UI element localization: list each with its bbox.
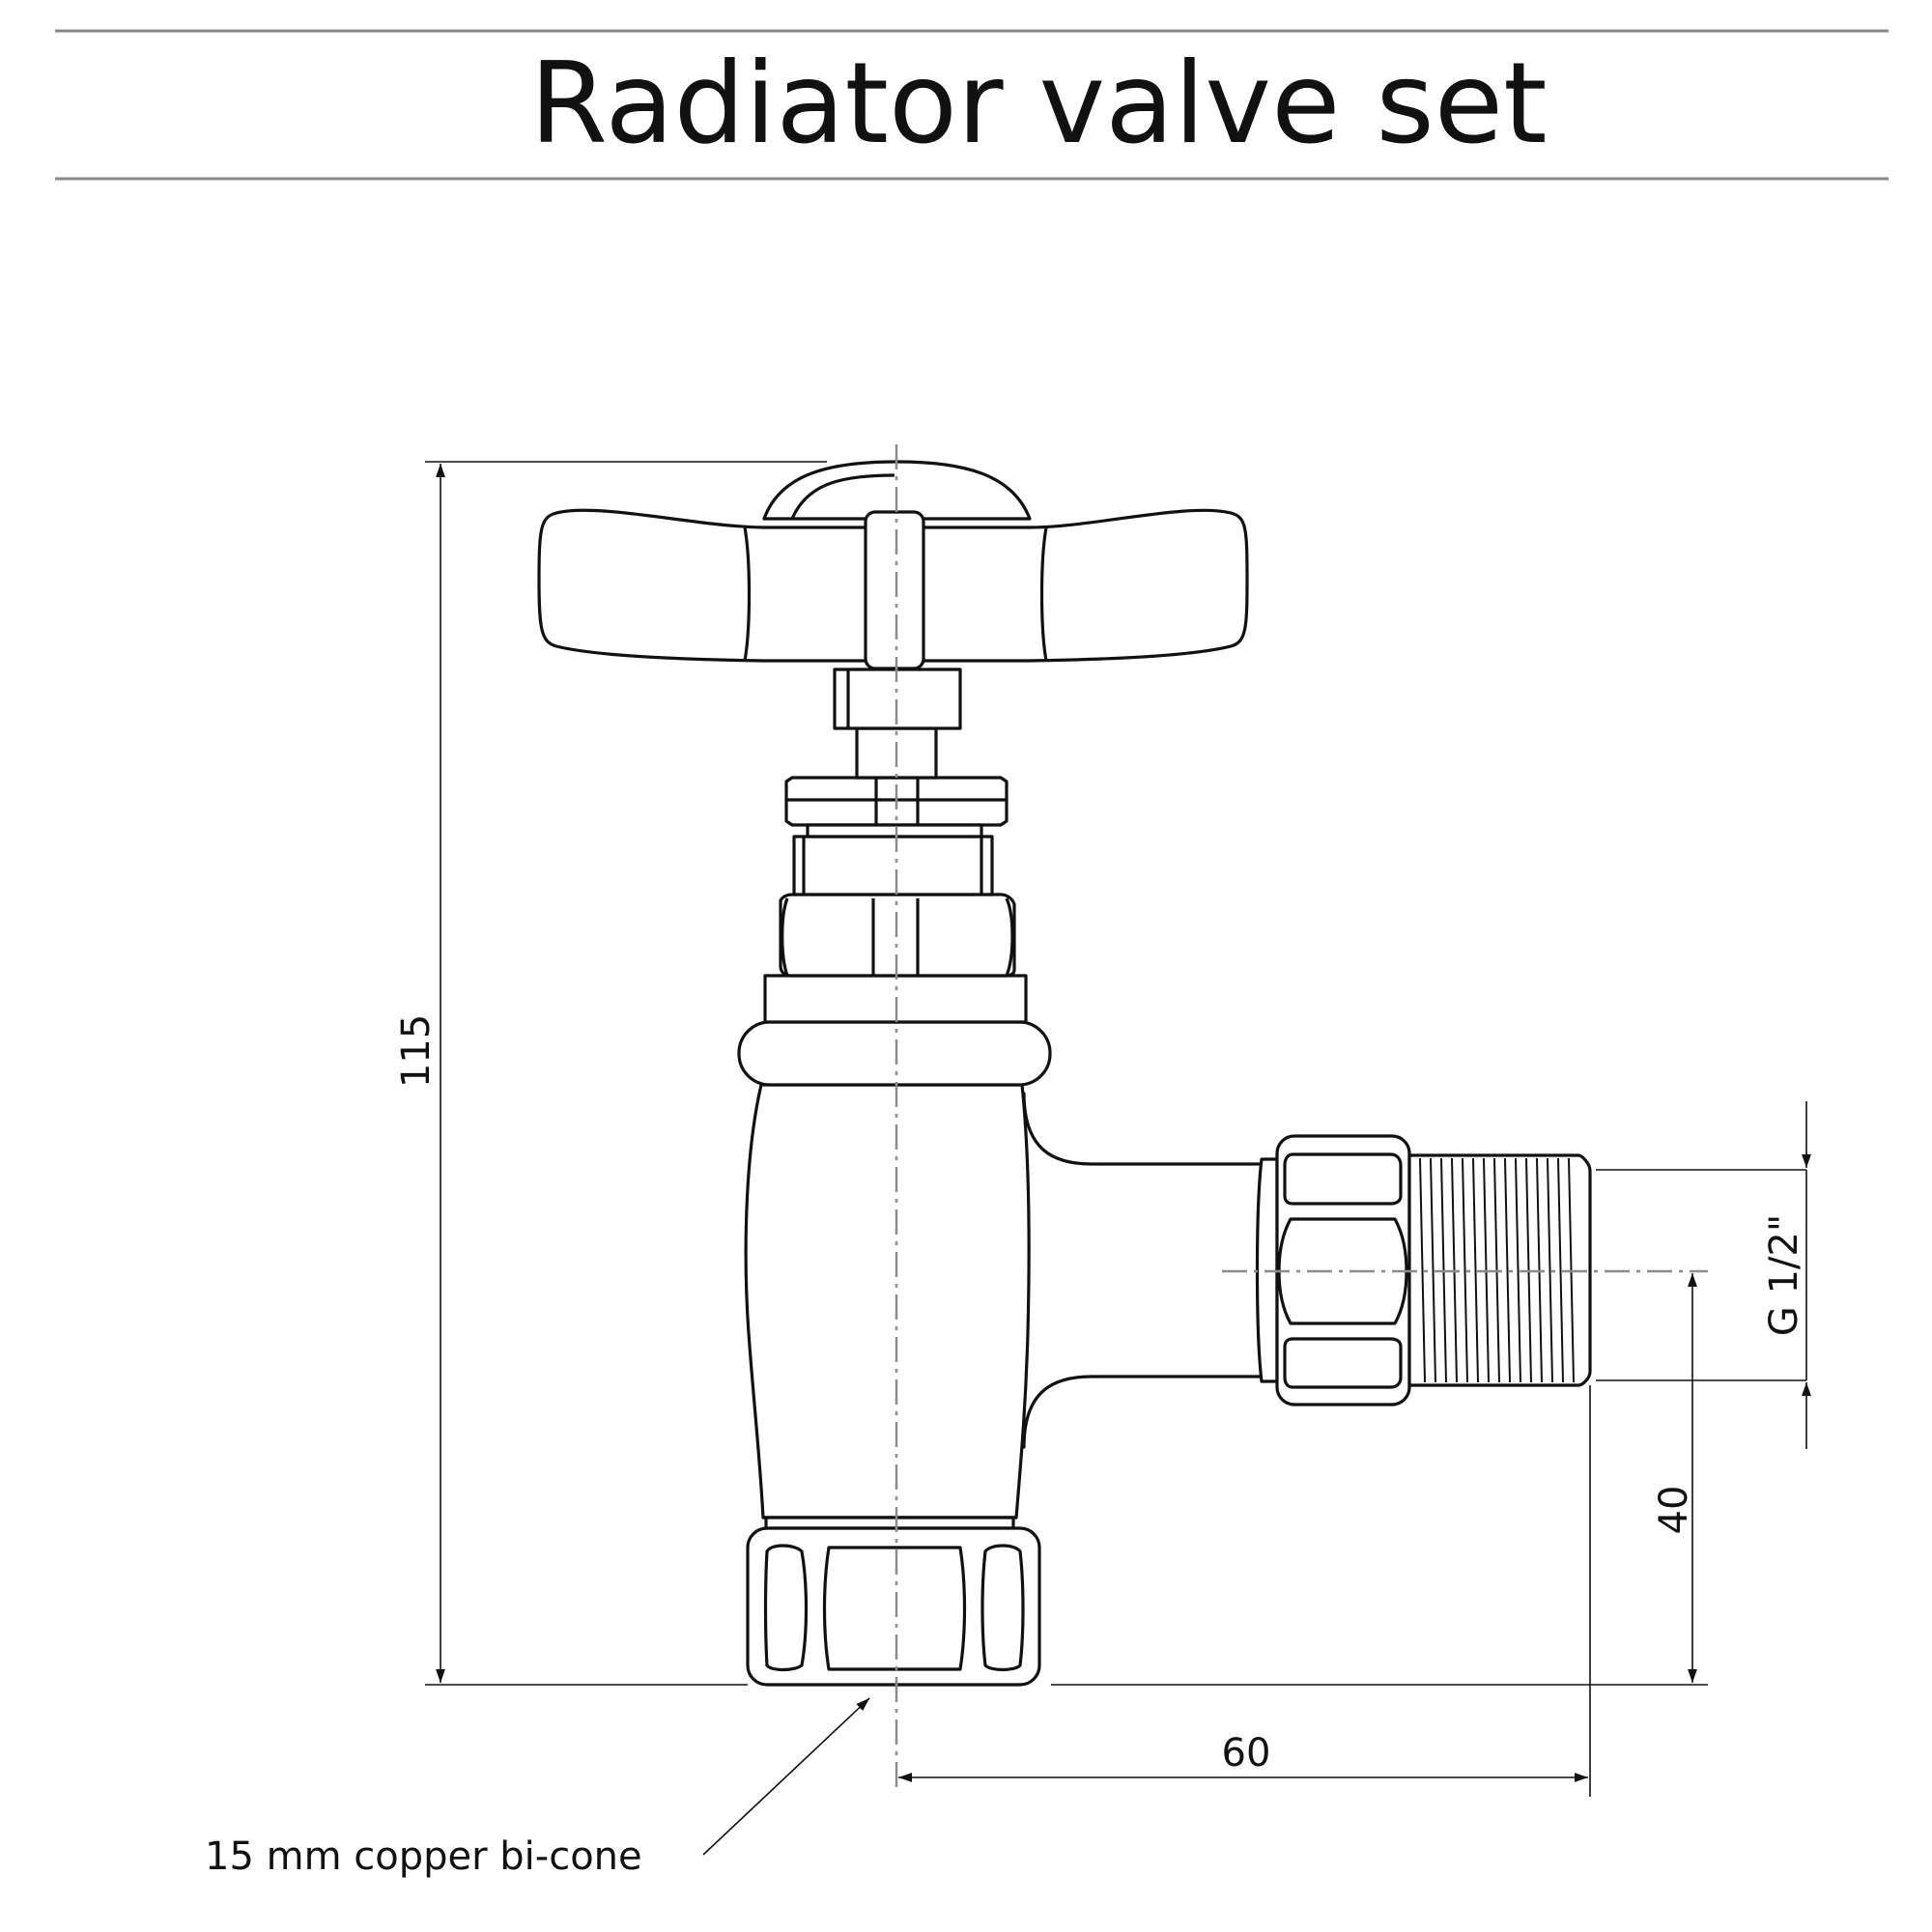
thread-line — [1515, 1157, 1521, 1383]
outlet-height-label: 40 — [1652, 1486, 1696, 1535]
valve-drawing — [537, 460, 1592, 1687]
handle-arm-right-seam — [1039, 526, 1048, 662]
valve-body — [744, 1083, 1031, 1520]
thread-line — [1430, 1157, 1436, 1383]
union-nut-face-bottom — [1283, 1337, 1403, 1389]
inlet-note-label: 15 mm copper bi-cone — [205, 1834, 642, 1879]
inlet-nut-face-left — [763, 1544, 809, 1672]
inlet-hex-nut — [746, 1526, 1041, 1687]
thread-line — [1419, 1157, 1426, 1383]
cap-ring — [737, 1020, 1052, 1087]
thread-line — [1557, 1157, 1564, 1383]
inlet-nut-face-right — [980, 1544, 1025, 1672]
thread-line — [1462, 1157, 1468, 1383]
handle-centre-grip — [864, 510, 925, 670]
union-nut-face-middle — [1277, 1217, 1408, 1325]
thread-line — [1547, 1157, 1553, 1383]
union-nut-face-top — [1283, 1152, 1403, 1206]
inlet-nut-face-middle — [822, 1546, 967, 1671]
spindle-collar — [792, 835, 994, 896]
thread-line — [1472, 1157, 1479, 1383]
inlet-leader-line — [702, 1697, 870, 1856]
handle-dome-highlight — [790, 473, 895, 520]
overall-height-label: 115 — [394, 1014, 439, 1088]
handle-arm-left-seam — [743, 526, 752, 662]
thread-line — [1504, 1157, 1511, 1383]
body-bottom-ring — [764, 1516, 1015, 1530]
outlet-length-label: 60 — [1222, 1731, 1271, 1776]
gland-hex-face-right — [1005, 897, 1014, 977]
page-title: Radiator valve set — [529, 39, 1547, 169]
lock-nut-washer — [806, 823, 983, 838]
thread-size-label: G 1/2" — [1762, 1214, 1806, 1336]
gland-hex-face-left — [781, 897, 789, 977]
